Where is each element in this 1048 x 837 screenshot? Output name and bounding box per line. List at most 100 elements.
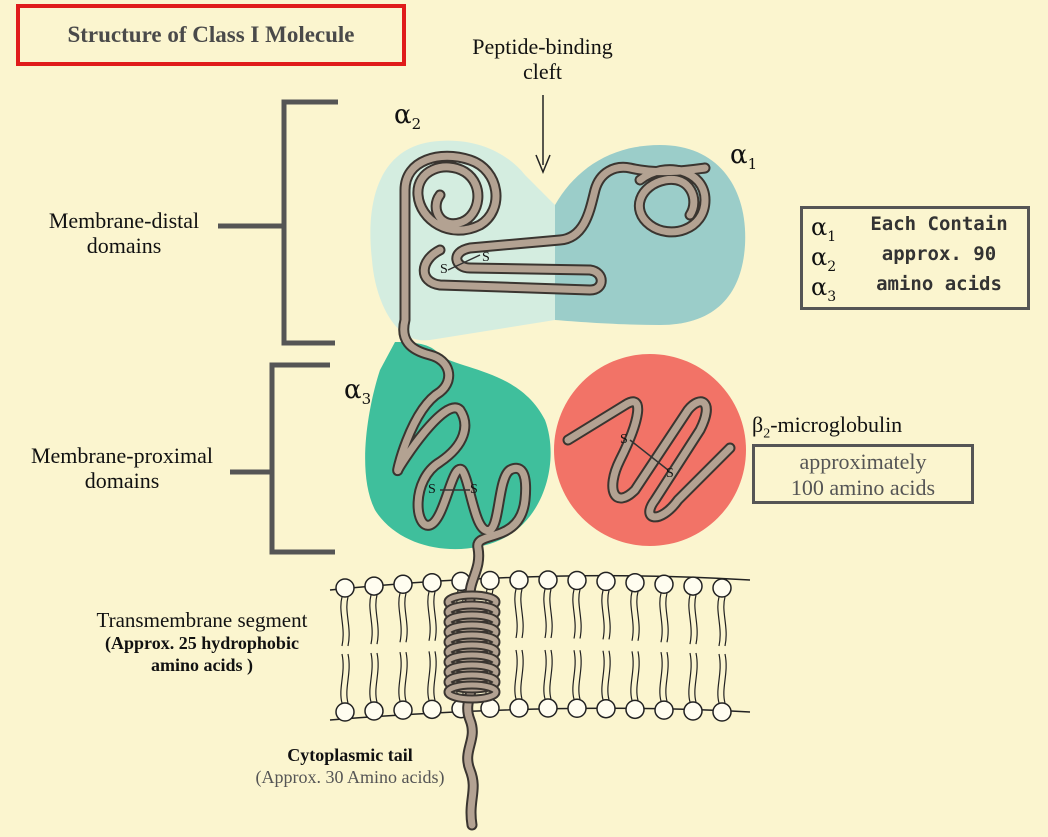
- lipid-tail: [723, 596, 727, 647]
- lipid-tail: [398, 652, 402, 702]
- alpha3-label: α3: [344, 375, 372, 409]
- lipid-head: [538, 698, 558, 718]
- lipid-tail: [433, 591, 437, 641]
- lipid-head: [509, 570, 529, 590]
- lipid-tail: [630, 591, 634, 641]
- lipid-tail: [694, 594, 698, 645]
- info-row: α1 Each Contain: [811, 213, 1008, 245]
- transmembrane-helix: [443, 590, 501, 704]
- lipid-head: [567, 570, 587, 591]
- lipid-head: [480, 570, 500, 591]
- lipid-tail: [549, 649, 553, 700]
- lipid-head: [654, 700, 674, 720]
- lipid-tail: [514, 588, 518, 639]
- alpha-domains-info-box: α1 Each Contain α2 approx. 90 α3 amino a…: [800, 206, 1030, 310]
- lipid-tail: [723, 653, 727, 704]
- lipid-tail: [514, 649, 518, 700]
- lipid-tail: [340, 596, 344, 647]
- alpha2-label: α2: [394, 100, 422, 134]
- disulfide-s-label: S: [620, 432, 628, 447]
- lipid-head: [567, 698, 587, 719]
- lipid-head: [712, 702, 732, 722]
- transmembrane-label: Transmembrane segment (Approx. 25 hydrop…: [96, 608, 308, 675]
- lipid-tail: [520, 588, 524, 639]
- lipid-tail: [398, 593, 402, 643]
- disulfide-bonds: [440, 254, 669, 491]
- membrane-distal-label: Membrane-distal domains: [48, 208, 200, 259]
- lipid-tail: [375, 594, 379, 645]
- cytoplasmic-tail-label: Cytoplasmic tail (Approx. 30 Amino acids…: [255, 745, 445, 787]
- lipid-tail: [404, 652, 408, 702]
- lipid-tail: [369, 594, 373, 645]
- lipid-tail: [433, 651, 437, 701]
- disulfide-s-label: S: [470, 482, 478, 497]
- membrane-proximal-label: Membrane-proximal domains: [30, 443, 214, 494]
- lipid-head: [335, 702, 355, 722]
- lipid-head: [509, 698, 529, 718]
- lipid-tail: [636, 651, 640, 701]
- disulfide-s-label: S: [666, 466, 674, 481]
- lipid-tail: [601, 590, 605, 640]
- distal-bracket: [281, 99, 338, 346]
- lipid-tail: [543, 588, 547, 639]
- lipid-tail: [694, 652, 698, 703]
- disulfide-s-label: S: [428, 482, 436, 497]
- lipid-head: [364, 576, 384, 596]
- disulfide-s-label: S: [440, 262, 448, 277]
- lipid-tail: [340, 653, 344, 704]
- lipid-tail: [572, 650, 576, 700]
- lipid-tail: [607, 590, 611, 640]
- lipid-tail: [717, 653, 721, 704]
- lipid-tail: [717, 596, 721, 647]
- domain-brackets: [218, 99, 338, 555]
- cleft-arrow: [535, 95, 551, 174]
- polypeptide-chain: [392, 150, 736, 831]
- lipid-head: [393, 574, 413, 595]
- lipid-tail: [688, 594, 692, 645]
- alpha1-label: α1: [730, 140, 758, 174]
- lipid-tail: [578, 589, 582, 639]
- info-row: α2 approx. 90: [811, 243, 997, 275]
- lipid-tail: [636, 591, 640, 641]
- lipid-head: [393, 700, 413, 720]
- helix-turn: [445, 682, 499, 702]
- lipid-head: [335, 578, 355, 598]
- lipid-tail: [427, 651, 431, 701]
- disulfide-s-label: S: [482, 250, 490, 265]
- lipid-tail: [607, 650, 611, 700]
- lipid-tail: [601, 650, 605, 700]
- lipid-head: [538, 570, 558, 590]
- lipid-head: [625, 572, 645, 593]
- lipid-head: [625, 699, 645, 720]
- lipid-tail: [543, 649, 547, 700]
- info-row: α3 amino acids: [811, 273, 1002, 305]
- beta2-info-box: approximately 100 amino acids: [752, 444, 974, 504]
- lipid-head: [364, 701, 384, 721]
- lipid-bilayer: [329, 574, 751, 721]
- lipid-tail: [659, 593, 663, 643]
- lipid-tail: [665, 593, 669, 643]
- proximal-bracket: [269, 362, 335, 555]
- lipid-head: [654, 574, 674, 595]
- lipid-tail: [346, 653, 350, 704]
- lipid-tail: [369, 652, 373, 703]
- lipid-tail: [404, 593, 408, 643]
- lipid-tail: [346, 596, 350, 647]
- phospholipid-heads: [335, 570, 732, 722]
- lipid-tail: [630, 651, 634, 701]
- diagram-title: Structure of Class I Molecule: [16, 4, 406, 66]
- lipid-tail: [665, 652, 669, 702]
- lipid-tail: [375, 652, 379, 703]
- beta2-microglobulin-label: β2-microglobulin: [752, 412, 903, 442]
- lipid-head: [683, 576, 703, 596]
- lipid-tail: [427, 591, 431, 641]
- lipid-head: [596, 698, 616, 719]
- lipid-tail: [520, 649, 524, 700]
- lipid-head: [596, 571, 616, 592]
- lipid-tail: [688, 652, 692, 703]
- lipid-head: [422, 699, 442, 720]
- lipid-head: [422, 572, 442, 593]
- lipid-head: [683, 701, 703, 721]
- lipid-tail: [659, 652, 663, 702]
